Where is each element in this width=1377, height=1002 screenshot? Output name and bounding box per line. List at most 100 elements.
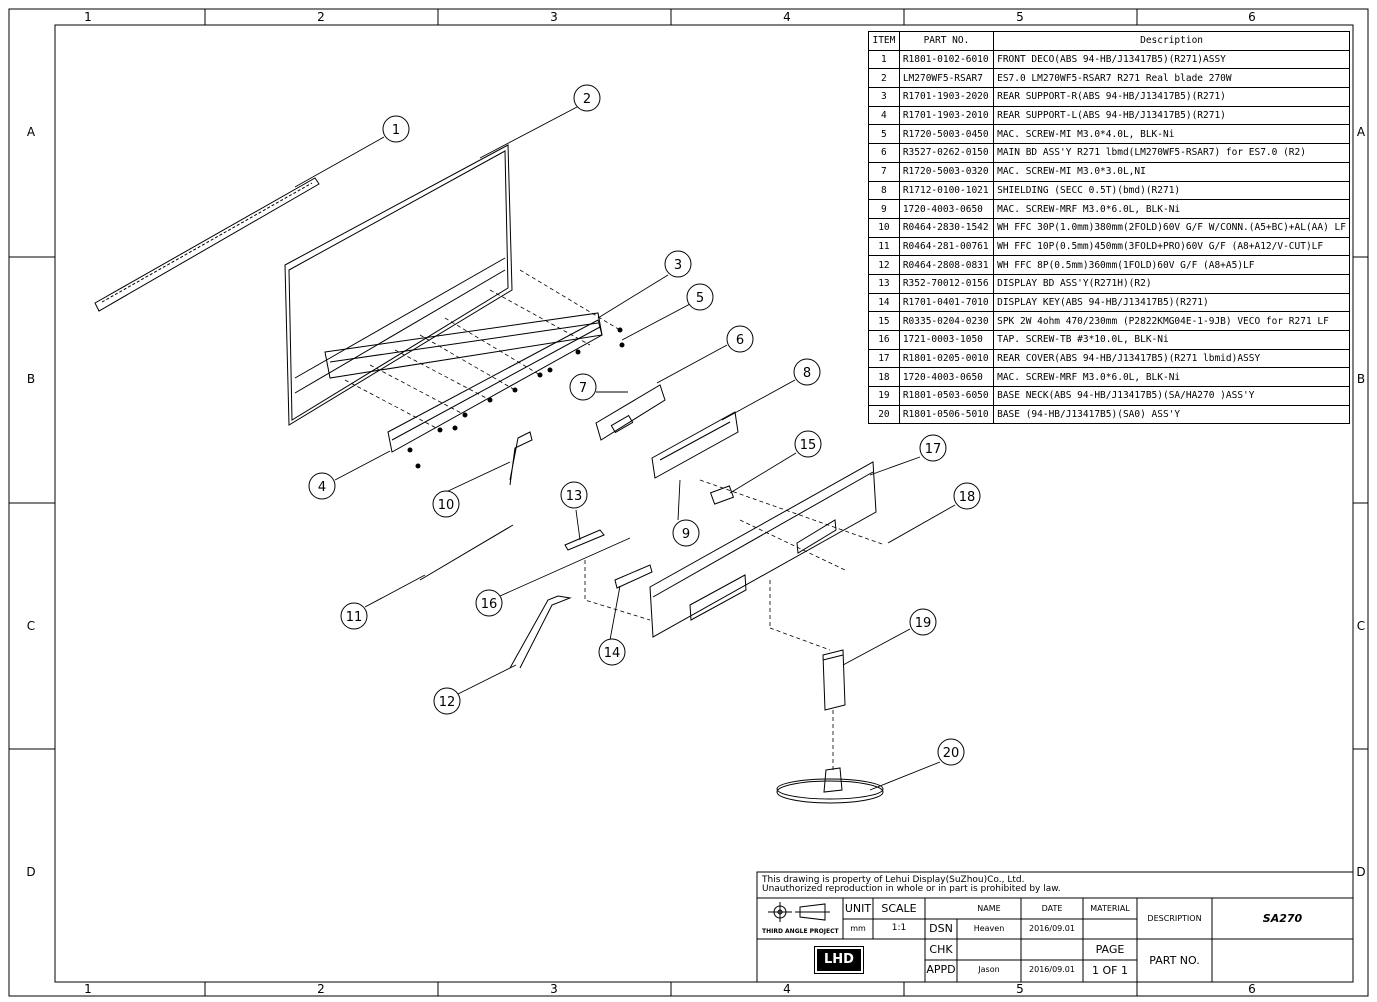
description-label: DESCRIPTION <box>1147 914 1202 923</box>
bom-part-no: R3527-0262-0150 <box>898 143 995 163</box>
name-header: NAME <box>977 904 1001 913</box>
unit-label: UNIT <box>844 902 872 915</box>
zone-col-1-top: 1 <box>84 10 92 24</box>
bom-item: 17 <box>868 348 900 369</box>
zone-row-d-left: D <box>26 865 35 879</box>
balloon-10: 10 <box>438 498 455 513</box>
bom-description: FRONT DECO(ABS 94-HB/J13417B5)(R271)ASSY <box>993 49 1350 70</box>
bom-part-no: R1712-0100-1021 <box>898 180 995 201</box>
bom-description: BASE (94-HB/J13417B5)(SA0) ASS'Y <box>993 404 1350 425</box>
bom-header-row: ITEM PART NO. Description <box>868 31 1350 51</box>
bom-part-no: R1801-0102-6010 <box>898 49 995 70</box>
balloon-13: 13 <box>566 489 583 504</box>
bom-item: 10 <box>868 217 900 238</box>
part-rear-support-l <box>387 319 603 453</box>
bom-description: REAR SUPPORT-R(ABS 94-HB/J13417B5)(R271) <box>993 87 1350 107</box>
description-value: SA270 <box>1262 912 1303 925</box>
bom-item: 3 <box>868 87 900 107</box>
zone-col-2-top: 2 <box>317 10 325 24</box>
reproduction-notice: Unauthorized reproduction in whole or in… <box>762 884 1061 894</box>
bom-part-no: R0464-2808-0831 <box>898 255 995 275</box>
bom-description: WH FFC 10P(0.5mm)450mm(3FOLD+PRO)60V G/F… <box>993 236 1350 257</box>
material-header: MATERIAL <box>1090 904 1130 913</box>
bom-part-no: R0464-2830-1542 <box>898 217 995 238</box>
zone-col-3-top: 3 <box>550 10 558 24</box>
projection-label: THIRD ANGLE PROJECT <box>762 928 839 935</box>
balloon-6: 6 <box>736 333 744 348</box>
bom-item: 15 <box>868 311 900 331</box>
unit-value: mm <box>850 924 866 933</box>
bom-item: 8 <box>868 180 900 201</box>
zone-row-a-left: A <box>27 125 36 139</box>
bom-description: TAP. SCREW-TB #3*10.0L, BLK-Ni <box>993 330 1350 350</box>
bom-item: 14 <box>868 292 900 313</box>
bom-part-no: R0335-0204-0230 <box>898 311 995 331</box>
balloon-11: 11 <box>346 610 363 625</box>
zone-row-b-left: B <box>27 372 35 386</box>
balloon-18: 18 <box>959 490 976 505</box>
balloon-20: 20 <box>943 746 960 761</box>
bom-description: MAIN BD ASS'Y R271 lbmd(LM270WF5-RSAR7) … <box>993 143 1350 163</box>
bom-item: 7 <box>868 161 900 182</box>
bom-item: 5 <box>868 124 900 145</box>
bom-part-no: LM270WF5-RSAR7 <box>898 68 995 89</box>
bom-part-no: R1801-0503-6050 <box>898 386 995 406</box>
bom-item: 6 <box>868 143 900 163</box>
zone-row-d-right: D <box>1356 865 1365 879</box>
balloon-4: 4 <box>318 480 326 495</box>
part-display-key <box>614 564 653 589</box>
dsn-date: 2016/09.01 <box>1029 924 1075 933</box>
part-ffc-8p <box>509 595 572 669</box>
balloon-17: 17 <box>925 442 942 457</box>
bom-item: 4 <box>868 105 900 126</box>
bom-part-no: R1801-0506-5010 <box>898 404 995 425</box>
bom-description: BASE NECK(ABS 94-HB/J13417B5)(SA/HA270 )… <box>993 386 1350 406</box>
bom-description: MAC. SCREW-MRF M3.0*6.0L, BLK-Ni <box>993 199 1350 219</box>
ownership-notice: This drawing is property of Lehui Displa… <box>762 875 1025 885</box>
zone-col-6-top: 6 <box>1248 10 1256 24</box>
bom-header-item: ITEM <box>868 31 900 51</box>
bom-description: MAC. SCREW-MI M3.0*3.0L,NI <box>993 161 1350 182</box>
balloon-16: 16 <box>481 597 498 612</box>
appd-name: Jason <box>978 965 1000 974</box>
dsn-name: Heaven <box>973 924 1005 933</box>
zone-col-5-top: 5 <box>1016 10 1024 24</box>
bom-part-no: R1701-1903-2010 <box>898 105 995 126</box>
part-base-neck <box>822 649 846 711</box>
zone-row-c-right: C <box>1357 619 1365 633</box>
zone-row-b-right: B <box>1357 372 1365 386</box>
part-base <box>776 767 884 804</box>
balloon-7: 7 <box>579 381 587 396</box>
bom-item: 11 <box>868 236 900 257</box>
bom-part-no: 1720-4003-0650 <box>898 367 995 388</box>
bom-part-no: R1801-0205-0010 <box>898 348 995 369</box>
balloon-8: 8 <box>803 366 811 381</box>
balloon-9: 9 <box>682 527 690 542</box>
date-header: DATE <box>1041 904 1063 913</box>
bom-description: DISPLAY BD ASS'Y(R271H)(R2) <box>993 273 1350 294</box>
zone-col-4-bottom: 4 <box>783 982 791 996</box>
part-main-board <box>595 384 666 441</box>
bom-item: 18 <box>868 367 900 388</box>
balloon-3: 3 <box>674 258 682 273</box>
balloon-1: 1 <box>392 123 400 138</box>
bom-header-part: PART NO. <box>898 31 995 51</box>
bom-part-no: R0464-281-00761 <box>898 236 995 257</box>
zone-col-4-top: 4 <box>783 10 791 24</box>
bom-item: 1 <box>868 49 900 70</box>
